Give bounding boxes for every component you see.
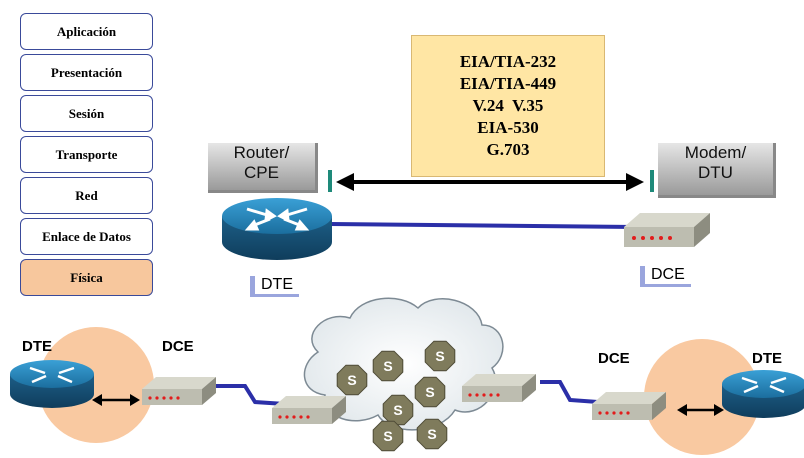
layer-presentacion: Presentación [20, 54, 153, 91]
switch-label: S [383, 428, 392, 444]
switch-icon: S [372, 350, 404, 382]
layer-red: Red [20, 177, 153, 214]
modem-dtu-label: Modem/ DTU [658, 143, 776, 198]
switch-label: S [347, 372, 356, 388]
interface-marker-left [328, 170, 332, 192]
bottom-left-dce-label: DCE [162, 338, 194, 355]
double-arrow [92, 394, 140, 406]
layer-transporte: Transporte [20, 136, 153, 173]
router-icon [222, 198, 332, 260]
switch-icon: S [416, 418, 448, 450]
modem-label-line1: Modem/ [684, 143, 747, 162]
modem-label-line2: DTU [698, 163, 733, 182]
switch-label: S [435, 348, 444, 364]
layer-sesion: Sesión [20, 95, 153, 132]
dte-dce-halo-right [644, 339, 760, 455]
router-label-line1: Router/ [233, 143, 290, 162]
standard-item: EIA/TIA-449 [459, 74, 557, 93]
switch-icon: S [424, 340, 456, 372]
wan-link-right [540, 380, 599, 404]
layer-aplicacion: Aplicación [20, 13, 153, 50]
dte-dce-halo-left [38, 327, 154, 443]
interface-marker-right [650, 170, 654, 192]
standards-box: EIA/TIA-232 EIA/TIA-449 V.24 V.35 EIA-53… [411, 35, 605, 177]
router-cpe-label: Router/ CPE [208, 143, 318, 193]
switch-icon: S [372, 420, 404, 452]
switch-icon: S [336, 364, 368, 396]
switch-label: S [427, 426, 436, 442]
dce-tag: DCE [640, 266, 691, 287]
modem-icon [462, 374, 536, 402]
double-arrow [677, 404, 724, 416]
double-arrow [336, 173, 644, 191]
wan-link-left [212, 384, 286, 406]
bottom-right-dce-label: DCE [598, 350, 630, 367]
switch-label: S [425, 384, 434, 400]
standard-item: V.24 V.35 [472, 96, 544, 115]
router-icon [10, 360, 94, 408]
bottom-right-dte-label: DTE [752, 350, 782, 367]
switch-label: S [383, 358, 392, 374]
layer-enlace: Enlace de Datos [20, 218, 153, 255]
switch-label: S [393, 402, 402, 418]
modem-icon [142, 377, 216, 405]
standard-item: G.703 [486, 140, 530, 159]
modem-icon [592, 392, 666, 420]
standard-item: EIA/TIA-232 [459, 52, 557, 71]
standard-item: EIA-530 [477, 118, 539, 137]
switch-icon: S [414, 376, 446, 408]
router-label-line2: CPE [244, 163, 279, 182]
dte-tag: DTE [250, 276, 299, 297]
modem-icon [624, 213, 710, 247]
switch-icon: S [382, 394, 414, 426]
layer-fisica: Física [20, 259, 153, 296]
serial-link [329, 222, 641, 229]
bottom-left-dte-label: DTE [22, 338, 52, 355]
router-icon [722, 370, 804, 418]
modem-icon [272, 396, 346, 424]
